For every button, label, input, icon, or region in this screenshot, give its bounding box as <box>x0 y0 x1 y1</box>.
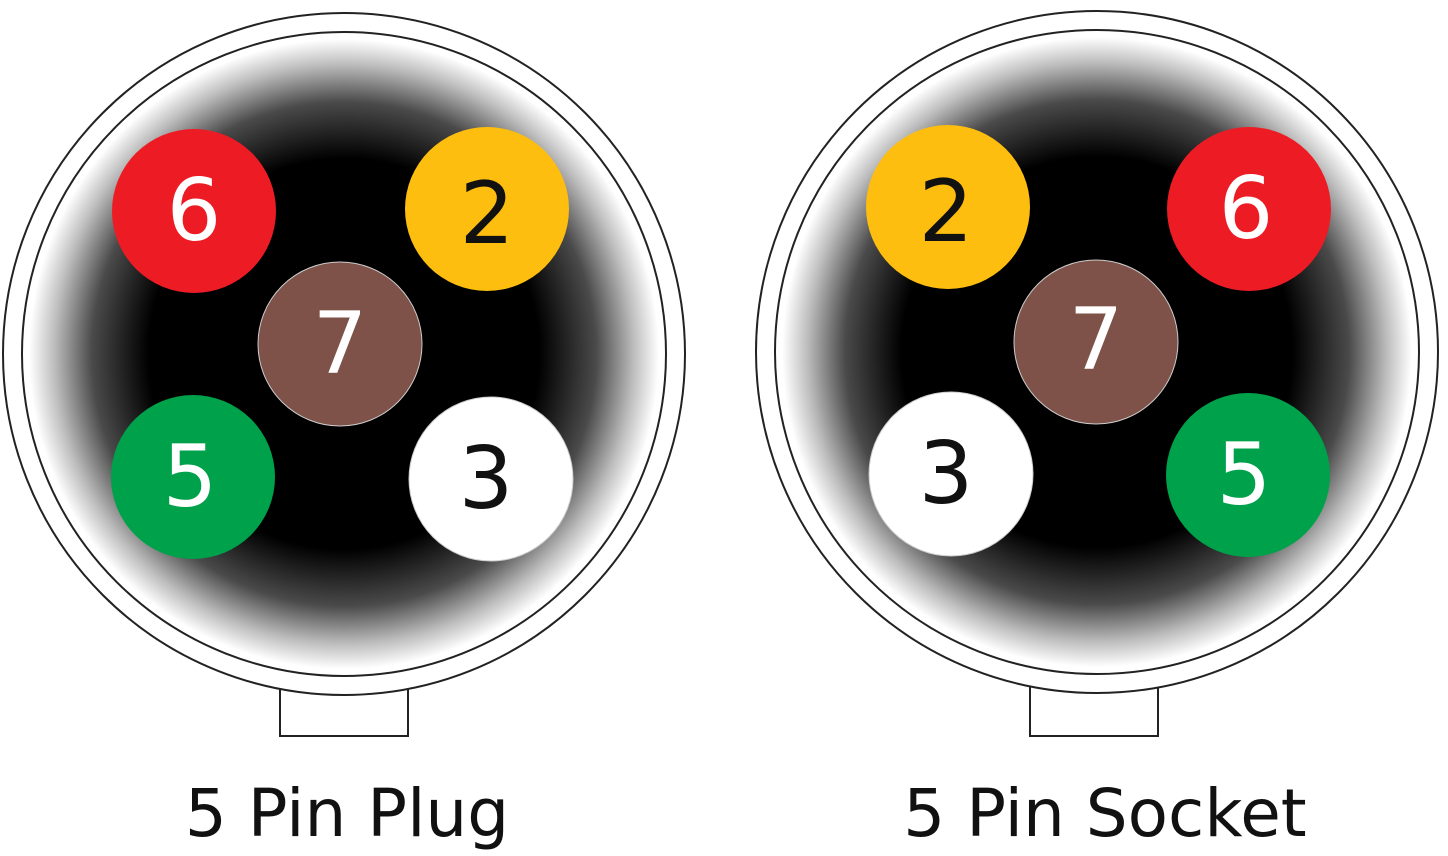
plug-key-tab <box>279 686 409 737</box>
plug-caption: 5 Pin Plug <box>185 775 509 852</box>
plug-pin-1-label: 6 <box>167 161 222 261</box>
socket-pin-2: 6 <box>1167 127 1331 291</box>
plug-pin-2: 2 <box>405 127 569 291</box>
socket-pin-1: 2 <box>866 125 1030 289</box>
socket-pin-4: 3 <box>868 391 1034 557</box>
socket-pin-1-label: 2 <box>919 162 974 262</box>
socket-pin-2-label: 6 <box>1219 159 1274 259</box>
plug-pin-5: 3 <box>408 396 574 562</box>
socket-key-tab <box>1029 686 1159 737</box>
socket-caption: 5 Pin Socket <box>903 775 1306 852</box>
plug-pin-4-label: 5 <box>163 427 218 527</box>
plug-pin-2-label: 2 <box>460 164 515 264</box>
plug-pin-4: 5 <box>111 395 275 559</box>
plug-pin-3-circle <box>257 261 423 427</box>
socket-pin-3: 7 <box>1013 259 1179 425</box>
socket-pin-3-circle <box>1013 259 1179 425</box>
socket-pin-2-circle <box>1167 127 1331 291</box>
socket-pin-5-label: 5 <box>1217 425 1272 525</box>
plug-pin-4-circle <box>111 395 275 559</box>
socket-pin-4-circle <box>868 391 1034 557</box>
socket-pin-5: 5 <box>1166 393 1330 557</box>
plug-pin-1: 6 <box>112 129 276 293</box>
socket-pin-4-label: 3 <box>919 424 974 524</box>
socket-pin-3-label: 7 <box>1069 290 1124 390</box>
plug-pin-5-label: 3 <box>459 429 514 529</box>
socket-connector: 2 6 7 3 5 5 Pin Socket <box>755 10 1439 852</box>
plug-pin-3: 7 <box>257 261 423 427</box>
socket-pin-1-circle <box>866 125 1030 289</box>
plug-pin-3-label: 7 <box>313 294 368 394</box>
socket-pin-5-circle <box>1166 393 1330 557</box>
plug-pin-1-circle <box>112 129 276 293</box>
plug-pin-2-circle <box>405 127 569 291</box>
plug-pin-5-circle <box>408 396 574 562</box>
plug-connector: 6 2 7 5 3 5 Pin Plug <box>2 12 686 852</box>
